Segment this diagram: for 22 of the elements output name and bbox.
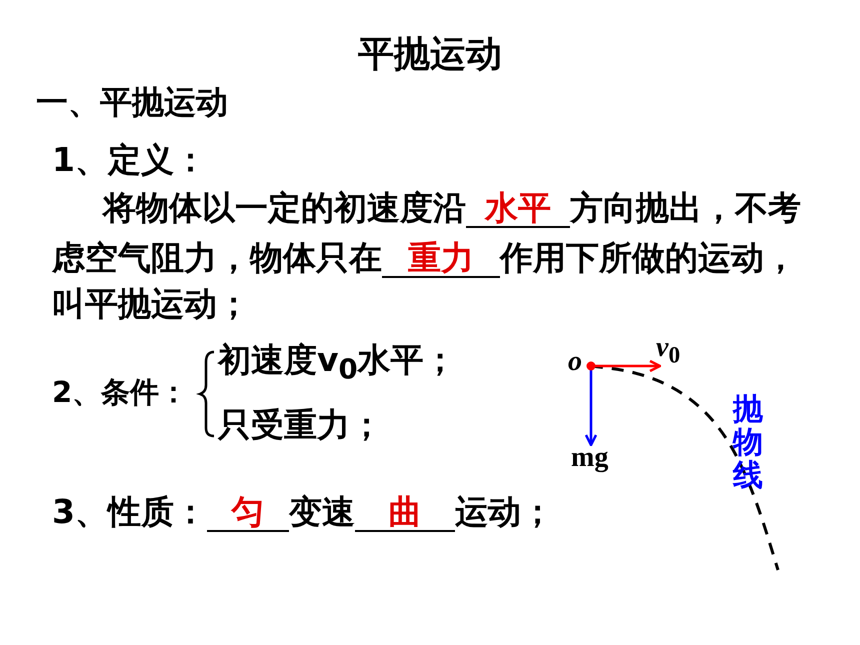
- sentence-text: 只受重力；: [218, 405, 383, 445]
- sentence-text: 变速: [288, 492, 355, 532]
- sentence-text: 叫平抛运动；: [52, 284, 250, 324]
- section-heading: 2、条件：: [52, 374, 188, 411]
- sentence-text: 虑空气阻力，物体只在: [52, 238, 382, 278]
- sentence-text: 运动；: [454, 492, 554, 532]
- answer-blank: 匀: [206, 494, 289, 532]
- section-heading: 1、定义：: [52, 140, 207, 180]
- section-heading: 3、性质：: [52, 492, 207, 532]
- point-label: o: [568, 346, 582, 378]
- answer-blank: 水平: [466, 190, 570, 228]
- sentence-text: 方向抛出，不考: [570, 188, 801, 228]
- answer-blank: 曲: [354, 494, 455, 532]
- sentence-text: 初速度v$_{0}$水平；: [218, 340, 457, 388]
- sentence-text: 作用下所做的运动，: [500, 238, 797, 278]
- sentence-text: 将物体以一定的初速度沿: [103, 188, 466, 228]
- force-label: mg: [571, 442, 608, 474]
- answer-blank: 重力: [382, 240, 500, 278]
- section-heading: 一、平抛运动: [36, 82, 228, 122]
- curve-label: 抛物线: [733, 393, 763, 492]
- velocity-label: v$_{0}$: [656, 332, 680, 370]
- slide-title: 平抛运动: [357, 33, 503, 77]
